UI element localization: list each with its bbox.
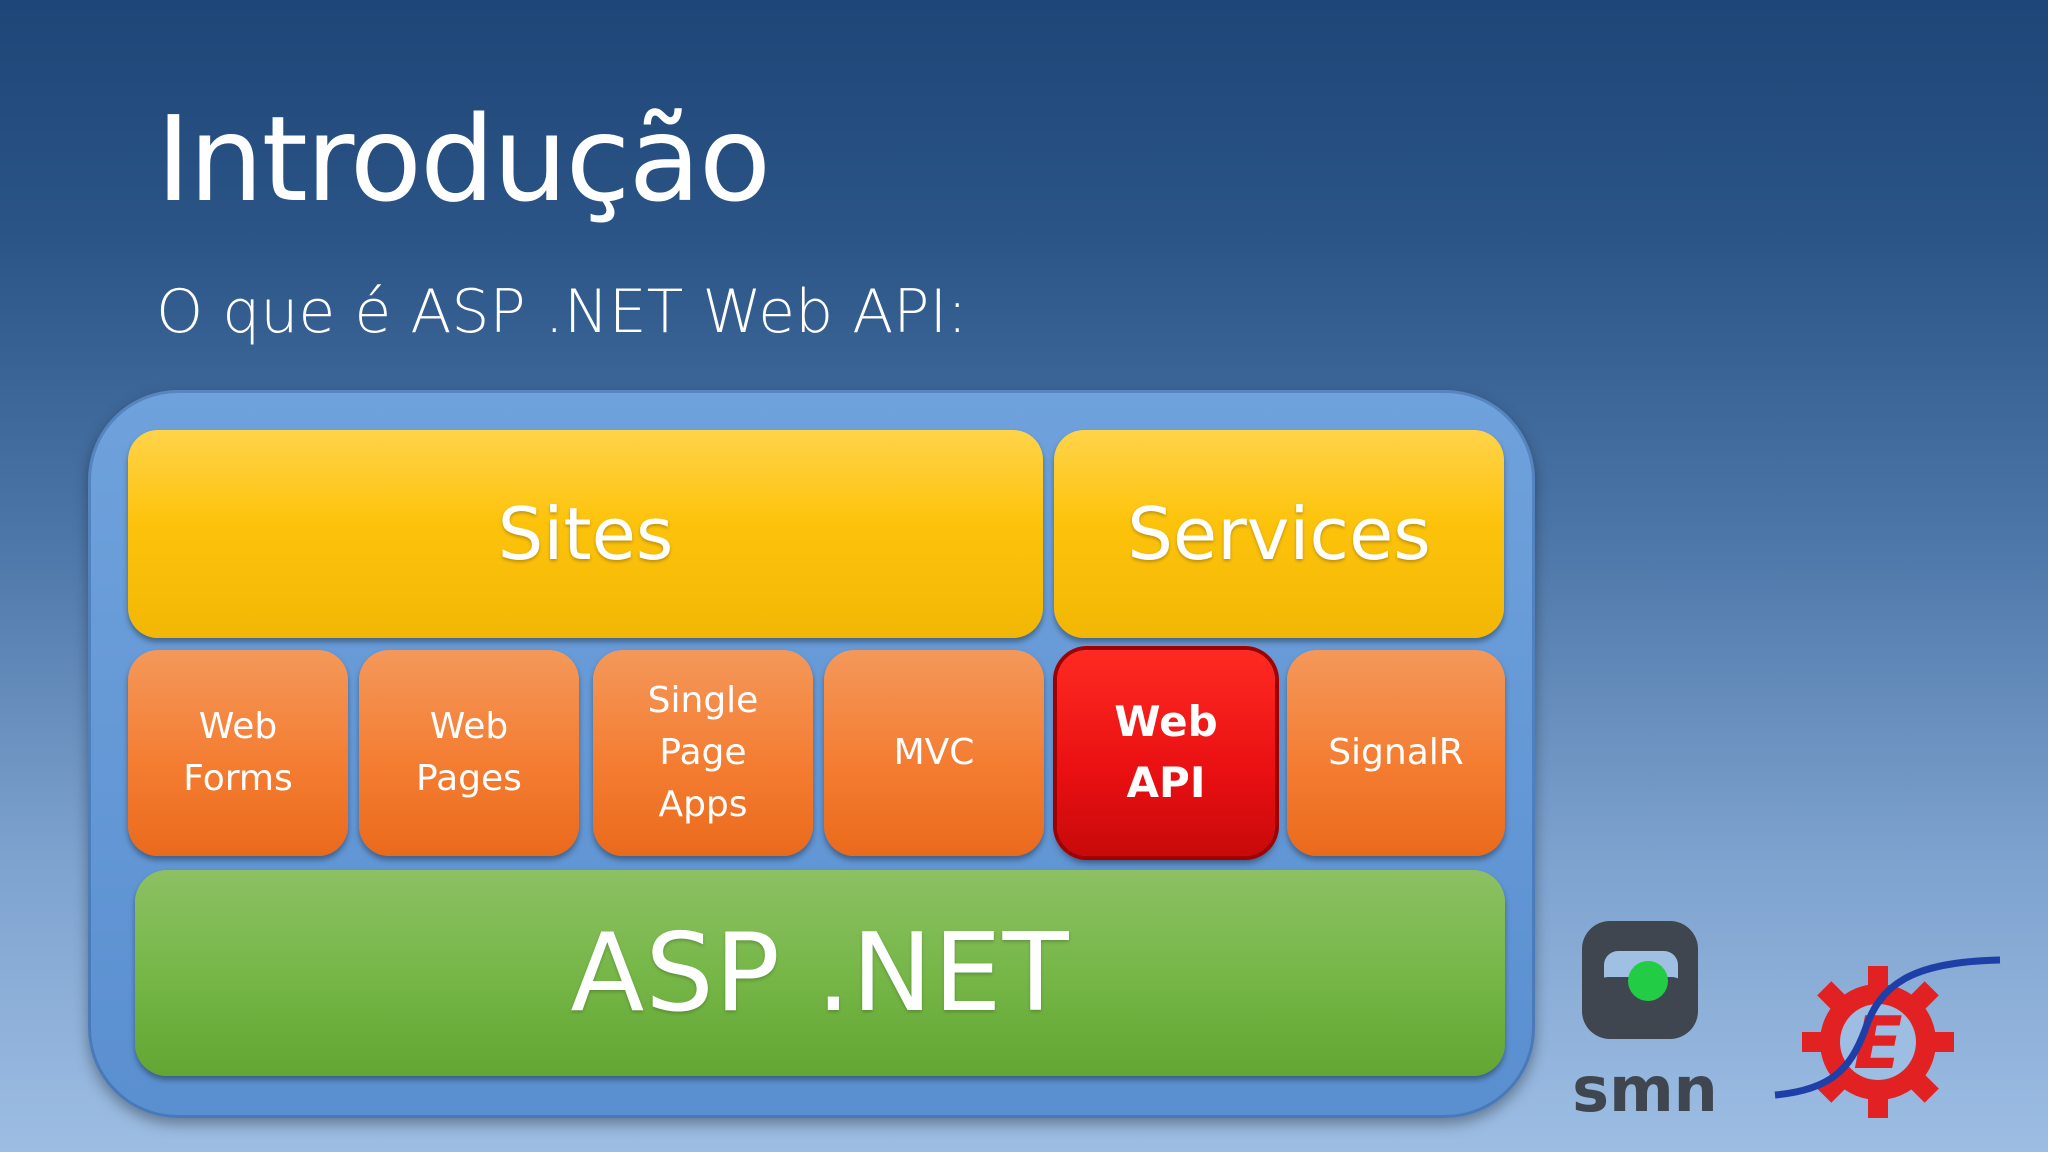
gear-icon: E bbox=[1774, 956, 2001, 1118]
smn-logo-icon: smn bbox=[1572, 921, 1718, 1126]
smn-logo: smn bbox=[1560, 915, 1730, 1126]
sites-block: Sites bbox=[128, 430, 1043, 638]
signalr-block: SignalR bbox=[1287, 650, 1505, 856]
engineering-logo: E bbox=[1770, 950, 2005, 1120]
aspnet-block: ASP .NET bbox=[135, 870, 1505, 1076]
single-page-apps-block: Single Page Apps bbox=[593, 650, 813, 856]
smn-logo-text: smn bbox=[1572, 1053, 1718, 1125]
slide-title: Introdução bbox=[156, 90, 771, 228]
web-pages-block: Web Pages bbox=[359, 650, 579, 856]
mvc-block: MVC bbox=[824, 650, 1044, 856]
slide-subtitle: O que é ASP .NET Web API: bbox=[156, 277, 968, 347]
web-api-block: Web API bbox=[1057, 650, 1275, 856]
web-forms-block: Web Forms bbox=[128, 650, 348, 856]
services-block: Services bbox=[1054, 430, 1504, 638]
